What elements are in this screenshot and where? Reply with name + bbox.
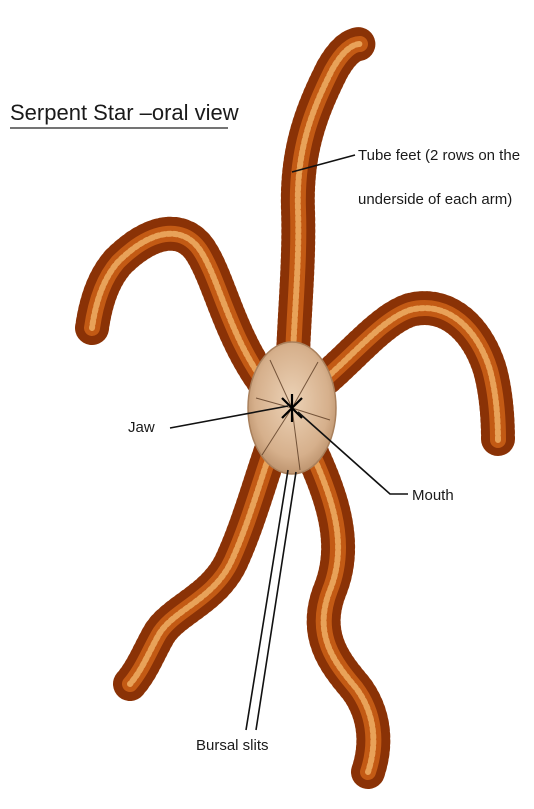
- arm-upper-left: [92, 234, 270, 390]
- arm-lower-left: [130, 430, 278, 684]
- label-mouth: Mouth: [412, 487, 454, 504]
- diagram-title: Serpent Star –oral view: [10, 100, 239, 125]
- arm-upper-right: [312, 308, 498, 440]
- label-tube-feet-line1: Tube feet (2 rows on the: [358, 147, 520, 164]
- label-jaw: Jaw: [128, 419, 155, 436]
- arm-lower-right: [302, 432, 373, 772]
- label-tube-feet-line2: underside of each arm): [358, 191, 512, 208]
- label-bursal-slits: Bursal slits: [196, 737, 269, 754]
